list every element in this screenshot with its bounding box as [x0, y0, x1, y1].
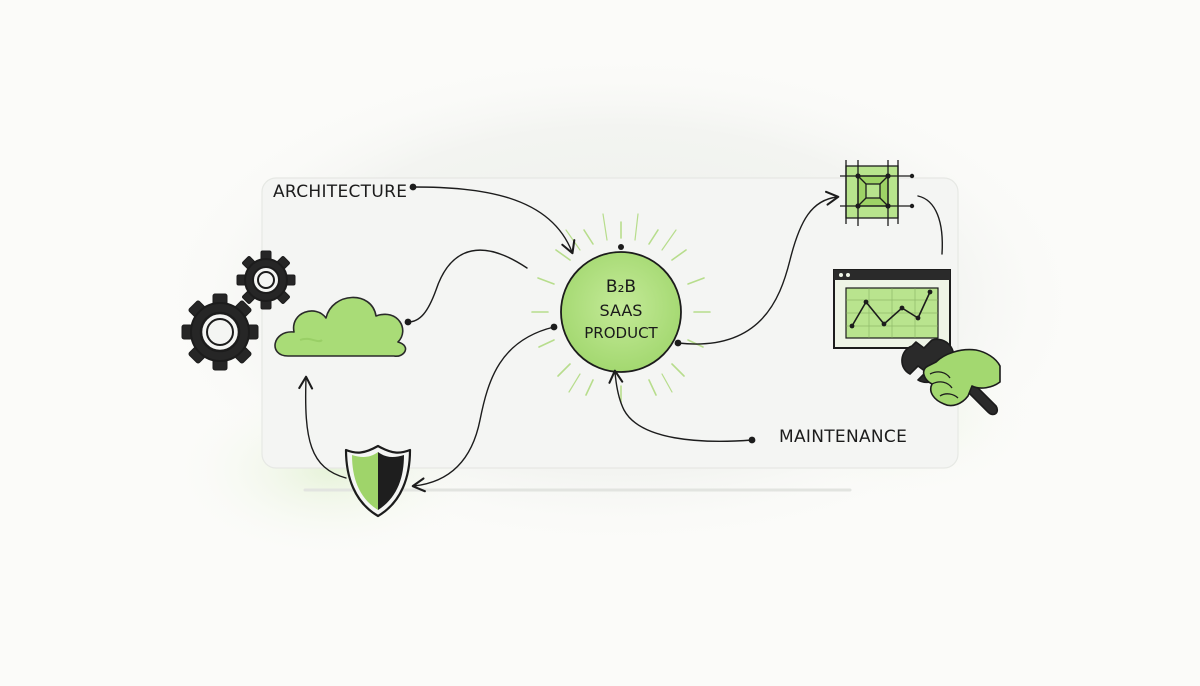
hub-line-2: SAAS	[600, 301, 643, 320]
hub-line-3: PRODUCT	[584, 324, 658, 342]
label-architecture: ARCHITECTURE	[273, 182, 407, 202]
gears-icon	[181, 250, 296, 371]
connector-hub-shield	[411, 326, 555, 493]
hub-rays	[531, 213, 711, 403]
connector-hub-blueprint	[677, 190, 840, 345]
shield-icon	[344, 444, 412, 518]
connector-dots	[404, 183, 756, 444]
wrench-hand-icon	[901, 338, 1001, 416]
connector-shield-cloud	[298, 375, 347, 479]
connector-blueprint-browser	[917, 195, 943, 255]
hub-line-1: B₂B	[606, 277, 636, 297]
connector-architecture-hub	[412, 186, 576, 255]
hub-node: B₂B SAAS PRODUCT	[531, 213, 711, 403]
cloud-icon	[274, 296, 407, 357]
blueprint-icon	[840, 160, 915, 226]
label-maintenance: MAINTENANCE	[779, 427, 907, 447]
connectors	[298, 186, 943, 493]
browser-chart-icon	[833, 269, 951, 349]
connector-maintenance-hub	[608, 369, 753, 442]
connector-hub-cloud	[407, 249, 528, 323]
